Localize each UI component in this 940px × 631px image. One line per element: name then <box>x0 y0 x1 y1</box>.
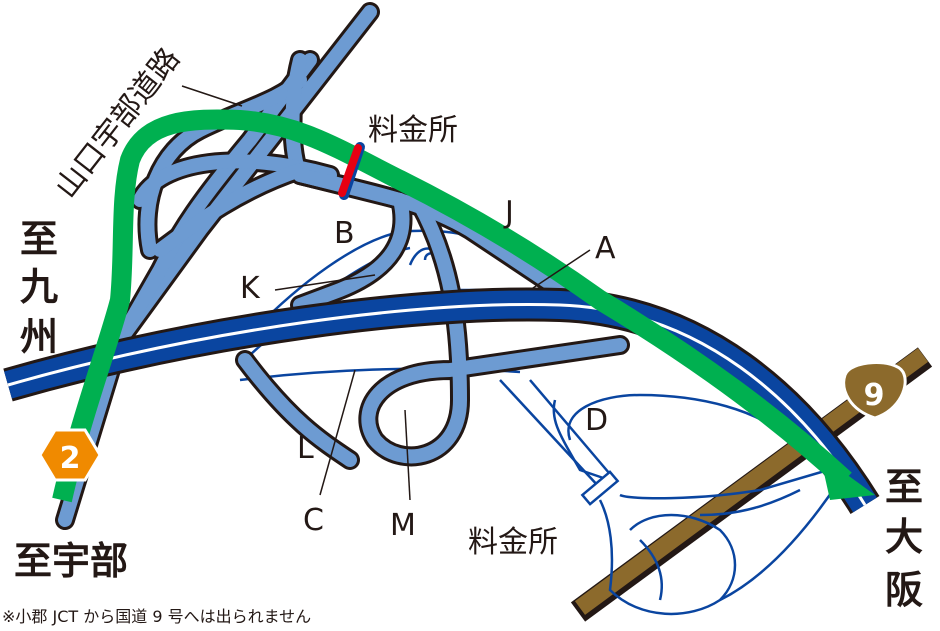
leader-lines <box>181 85 591 501</box>
route-9-shield: 9 <box>842 361 907 420</box>
ramp-label-c: C <box>303 503 324 538</box>
label-upper-tollgate: 料金所 <box>368 113 458 148</box>
svg-text:9: 9 <box>864 378 885 413</box>
label-to-kyushu: 至 九 州 <box>20 217 58 359</box>
route-2-shield: 2 <box>38 428 102 482</box>
ramp-label-l: L <box>297 431 314 466</box>
lower-tollgate <box>580 470 620 506</box>
svg-text:至: 至 <box>20 217 58 261</box>
footnote: ※小郡 JCT から国道 9 号へは出られません <box>2 607 311 626</box>
svg-text:大: 大 <box>885 515 923 559</box>
label-to-ube: 至宇部 <box>14 539 128 583</box>
ramp-label-k: K <box>240 271 261 306</box>
ramp-label-b: B <box>334 216 355 251</box>
svg-text:九: 九 <box>20 265 58 309</box>
svg-text:州: 州 <box>20 315 58 359</box>
upper-tollgate[interactable] <box>338 142 365 200</box>
label-lower-tollgate: 料金所 <box>468 525 558 560</box>
ramp-label-d: D <box>585 403 608 438</box>
svg-text:阪: 阪 <box>885 568 923 612</box>
ramp-label-a: A <box>595 231 616 266</box>
svg-text:至: 至 <box>885 465 923 509</box>
minor-roads <box>239 229 842 616</box>
label-to-osaka: 至 大 阪 <box>885 465 923 612</box>
svg-text:2: 2 <box>60 441 81 476</box>
highlighted-route <box>52 109 875 503</box>
ramp-label-j: J <box>503 195 514 230</box>
ramp-label-m: M <box>390 508 416 543</box>
expressway <box>3 287 880 514</box>
